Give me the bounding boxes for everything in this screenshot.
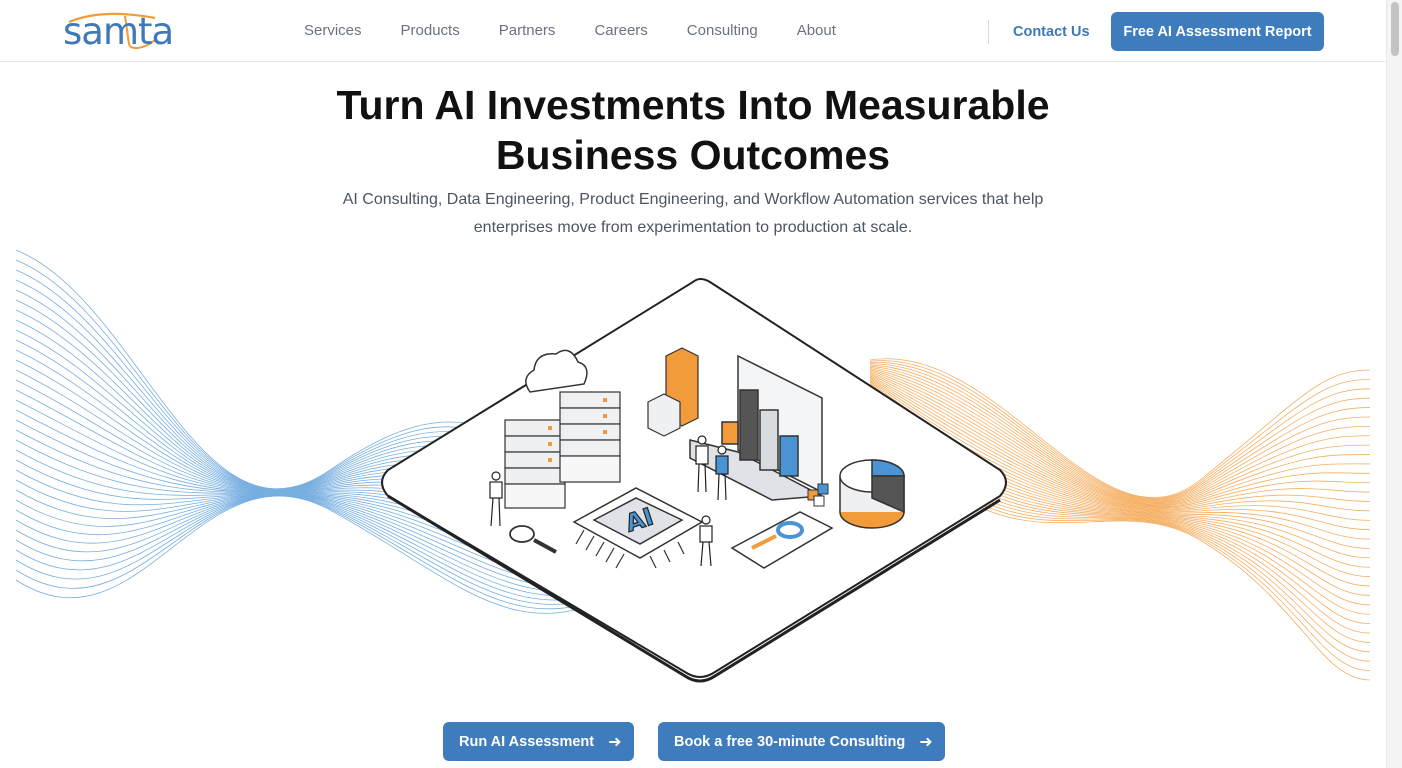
blue-wave-line bbox=[15, 495, 641, 610]
logo-swoosh-icon bbox=[68, 12, 156, 50]
magnifying-glass-icon bbox=[509, 525, 557, 554]
orange-wave-line bbox=[869, 365, 1371, 502]
orange-wave-line bbox=[869, 374, 1371, 508]
server-stack-icon bbox=[504, 391, 621, 509]
ai-chip-icon: AI bbox=[572, 487, 704, 569]
people-figures bbox=[489, 435, 729, 567]
orange-wave-line bbox=[869, 371, 1371, 506]
site-header: samta Services Products Partners Careers… bbox=[0, 0, 1386, 62]
main-nav: Services Products Partners Careers Consu… bbox=[304, 21, 875, 41]
blue-wave-line bbox=[15, 495, 641, 605]
orange-wave-line bbox=[869, 364, 1371, 502]
nav-item-consulting[interactable]: Consulting bbox=[686, 22, 758, 39]
orange-wave-line bbox=[869, 377, 1371, 512]
blue-wave-line bbox=[15, 494, 641, 601]
orange-wave-line bbox=[869, 362, 1371, 500]
isometric-platform bbox=[381, 278, 1007, 683]
book-consulting-button[interactable]: Book a free 30-minute Consulting ➜ bbox=[658, 722, 945, 761]
orange-wave-line bbox=[869, 358, 1371, 498]
orange-wave-line bbox=[869, 368, 1371, 504]
free-ai-assessment-button[interactable]: Free AI Assessment Report bbox=[1111, 12, 1324, 51]
orange-wave-line bbox=[869, 375, 1371, 509]
nav-item-about[interactable]: About bbox=[796, 22, 836, 39]
run-ai-assessment-button[interactable]: Run AI Assessment ➜ bbox=[443, 722, 634, 761]
hero-title-line-1: Turn AI Investments Into Measurable bbox=[336, 82, 1050, 128]
logo-wordmark: samta bbox=[63, 10, 174, 53]
book-consulting-label: Book a free 30-minute Consulting bbox=[674, 733, 906, 750]
orange-wave-line bbox=[869, 372, 1371, 507]
nav-item-partners[interactable]: Partners bbox=[498, 22, 556, 39]
hero-title: Turn AI Investments Into Measurable Busi… bbox=[0, 80, 1386, 180]
nav-item-services[interactable]: Services bbox=[304, 22, 362, 39]
nav-item-careers[interactable]: Careers bbox=[594, 22, 648, 39]
orange-wave-line bbox=[869, 360, 1371, 499]
orange-wave-line bbox=[869, 370, 1371, 506]
cloud-icon bbox=[525, 349, 588, 393]
laptop-icon bbox=[689, 354, 825, 501]
hero-subtitle-line-2: enterprises move from experimentation to… bbox=[473, 219, 913, 236]
blue-wave-line bbox=[15, 494, 641, 593]
page-scrollbar[interactable] bbox=[1386, 0, 1402, 768]
hero-subtitle: AI Consulting, Data Engineering, Product… bbox=[0, 186, 1386, 242]
blue-wave-line bbox=[15, 495, 641, 614]
orange-wave-line bbox=[869, 376, 1371, 510]
hero-cta-row: Run AI Assessment ➜ Book a free 30-minut… bbox=[443, 722, 945, 761]
nav-item-products[interactable]: Products bbox=[400, 22, 460, 39]
scrollbar-thumb[interactable] bbox=[1391, 2, 1399, 56]
run-ai-assessment-label: Run AI Assessment bbox=[459, 733, 595, 750]
hero-illustration: AI bbox=[15, 249, 1371, 683]
blue-wave-line bbox=[15, 494, 641, 597]
arrow-right-icon: ➜ bbox=[608, 733, 622, 751]
cube-blocks-icon bbox=[647, 347, 699, 437]
orange-wave-line bbox=[869, 379, 1371, 521]
orange-wave-line bbox=[869, 366, 1371, 503]
hero-title-line-2: Business Outcomes bbox=[495, 132, 891, 178]
orange-wave-line bbox=[869, 363, 1371, 501]
contact-us-link[interactable]: Contact Us bbox=[1013, 24, 1090, 40]
samta-logo[interactable]: samta bbox=[63, 10, 174, 52]
orange-wave-line bbox=[869, 369, 1371, 505]
arrow-right-icon: ➜ bbox=[919, 733, 933, 751]
orange-wave-line bbox=[869, 380, 1371, 531]
phone-icon bbox=[730, 511, 834, 569]
hero-subtitle-line-1: AI Consulting, Data Engineering, Product… bbox=[342, 191, 1044, 208]
nav-divider bbox=[988, 20, 989, 44]
small-cubes-icon bbox=[807, 483, 829, 507]
pie-chart-icon bbox=[839, 459, 905, 529]
